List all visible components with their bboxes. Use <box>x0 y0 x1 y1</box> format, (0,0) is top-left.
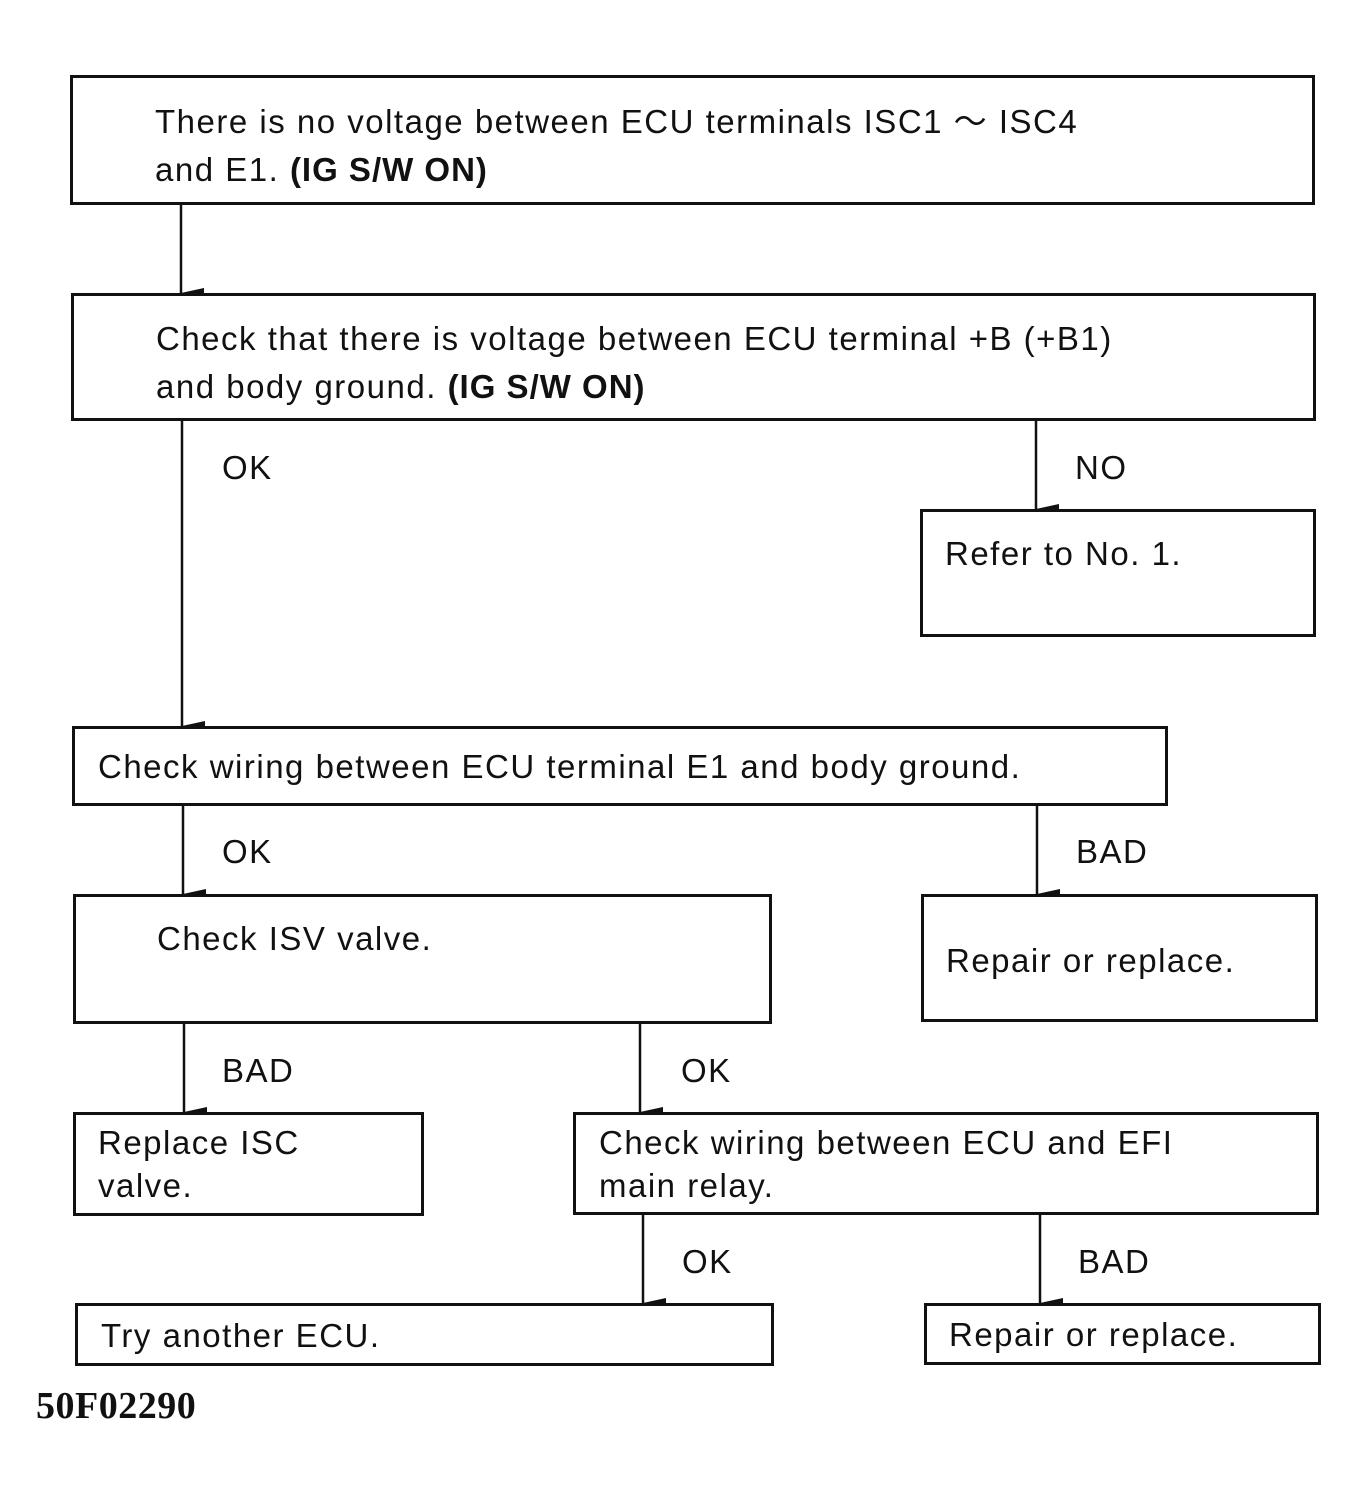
step-refer-text: Refer to No. 1. <box>945 535 1183 572</box>
figure-code: 50F02290 <box>36 1385 197 1427</box>
step-no-voltage-line1: There is no voltage between ECU terminal… <box>155 103 1079 140</box>
label-bad: BAD <box>222 1052 295 1089</box>
label-ok: OK <box>222 833 273 870</box>
step-repair-replace-2-text: Repair or replace. <box>949 1316 1239 1353</box>
step-no-voltage-line2-text: and E1. <box>155 151 280 188</box>
step-no-voltage: There is no voltage between ECU terminal… <box>70 75 1315 205</box>
label-bad: BAD <box>1076 833 1149 870</box>
step-repair-replace: Repair or replace. <box>921 894 1318 1022</box>
label-ok: OK <box>222 449 273 486</box>
step-check-ground-wiring: Check wiring between ECU terminal E1 and… <box>72 726 1168 806</box>
label-ok: OK <box>681 1052 732 1089</box>
step-check-relay-line2: main relay. <box>599 1167 775 1204</box>
step-no-voltage-line2: and E1. (IG S/W ON) <box>155 146 488 194</box>
step-check-isv-text: Check ISV valve. <box>157 920 433 957</box>
step-check-voltage: Check that there is voltage between ECU … <box>71 293 1316 421</box>
label-bad: BAD <box>1078 1243 1151 1280</box>
step-refer: Refer to No. 1. <box>920 509 1316 637</box>
step-replace-isc: Replace ISC valve. <box>73 1112 424 1216</box>
step-check-relay-line1: Check wiring between ECU and EFI <box>599 1124 1174 1161</box>
step-repair-replace-text: Repair or replace. <box>946 942 1236 979</box>
step-check-voltage-line1: Check that there is voltage between ECU … <box>156 320 1113 357</box>
step-try-another-ecu: Try another ECU. <box>75 1303 774 1366</box>
label-ok: OK <box>682 1243 733 1280</box>
step-check-relay-wiring: Check wiring between ECU and EFI main re… <box>573 1112 1319 1215</box>
step-replace-isc-line2: valve. <box>98 1167 194 1204</box>
step-repair-replace-2: Repair or replace. <box>924 1303 1321 1365</box>
step-try-another-ecu-text: Try another ECU. <box>101 1317 381 1354</box>
step-check-voltage-condition: (IG S/W ON) <box>447 368 646 405</box>
step-check-ground-text: Check wiring between ECU terminal E1 and… <box>98 748 1022 785</box>
label-no: NO <box>1075 449 1128 486</box>
step-no-voltage-condition: (IG S/W ON) <box>289 151 488 188</box>
step-check-voltage-line2-text: and body ground. <box>156 368 437 405</box>
step-check-voltage-line2: and body ground. (IG S/W ON) <box>156 363 646 411</box>
step-check-isv: Check ISV valve. <box>73 894 772 1024</box>
step-replace-isc-line1: Replace ISC <box>98 1124 300 1161</box>
